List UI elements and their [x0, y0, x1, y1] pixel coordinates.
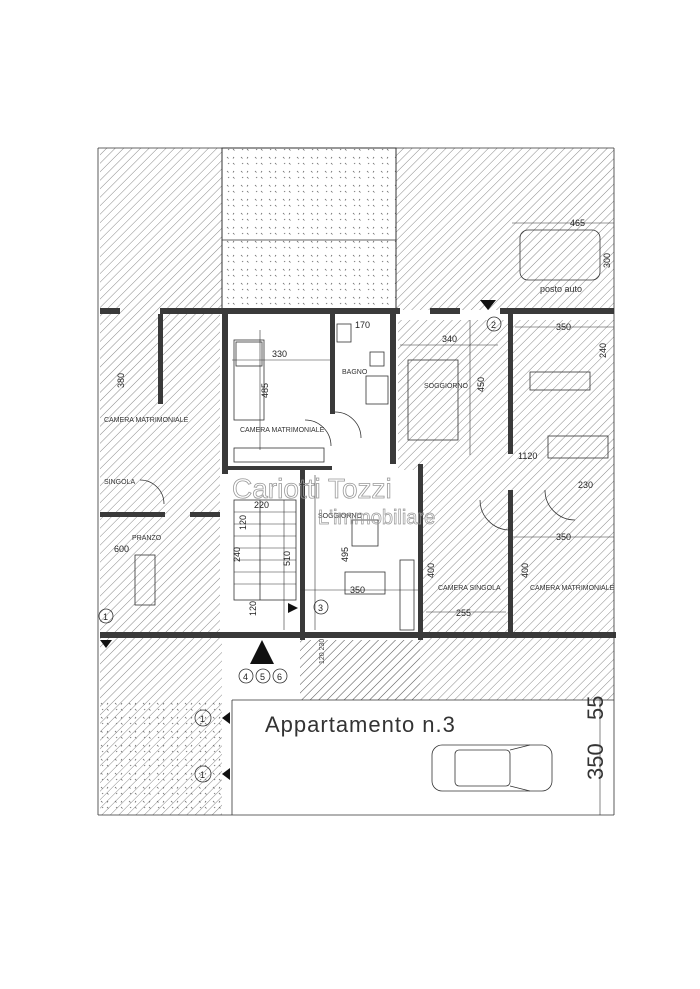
- dim-240-a: 240: [598, 343, 608, 358]
- dim-340: 340: [442, 334, 457, 344]
- dim-120-230: 120 230: [319, 639, 326, 664]
- dim-330: 330: [272, 349, 287, 359]
- marker-4: 4: [243, 672, 248, 682]
- fixtures: [134, 229, 609, 631]
- car-icon: [431, 744, 553, 792]
- garden-area: [100, 147, 397, 815]
- marker-2: 2: [491, 320, 496, 330]
- dim-170: 170: [355, 320, 370, 330]
- marker-1-b: 1: [200, 714, 205, 724]
- dim-485: 485: [260, 383, 270, 398]
- dim-120-a: 120: [248, 601, 258, 616]
- marker-3: 3: [318, 603, 323, 613]
- dim-1120: 1120: [518, 451, 537, 461]
- dim-300: 300: [602, 253, 612, 268]
- dim-600: 600: [114, 544, 129, 554]
- dim-510: 510: [282, 551, 292, 566]
- marker-5: 5: [260, 672, 265, 682]
- apartment-title: Appartamento n.3: [265, 712, 456, 737]
- marker-1-a: 1: [103, 612, 108, 622]
- edge-text: 55: [583, 696, 608, 720]
- dim-400-a: 400: [426, 563, 436, 578]
- room-label-bagno: BAGNO: [342, 369, 368, 376]
- doors: [139, 411, 576, 531]
- room-label-pranzo: PRANZO: [132, 535, 162, 542]
- room-label-singola-left: SINGOLA: [104, 479, 135, 486]
- dim-350-c: 350: [556, 532, 571, 542]
- room-label-posto-auto: posto auto: [540, 284, 582, 294]
- staircase: [233, 499, 297, 601]
- room-label-soggiorno-right: SOGGIORNO: [424, 383, 469, 390]
- boundary-lines: [97, 147, 615, 816]
- dimension-lines: [232, 222, 614, 815]
- marker-1-c: 1: [200, 770, 205, 780]
- room-label-camera-matrimoniale-left: CAMERA MATRIMONIALE: [104, 417, 189, 424]
- dim-380: 380: [116, 373, 126, 388]
- room-label-camera-matrimoniale: CAMERA MATRIMONIALE: [240, 427, 325, 434]
- dim-240-b: 240: [232, 547, 242, 562]
- marker-6: 6: [277, 672, 282, 682]
- section-arrows: [100, 300, 496, 780]
- room-label-camera-singola: CAMERA SINGOLA: [438, 585, 501, 592]
- dim-450: 450: [476, 377, 486, 392]
- watermark-line2: L'immobiliare: [318, 507, 435, 529]
- dim-220: 220: [254, 500, 269, 510]
- dim-120-b: 120: [238, 515, 248, 530]
- watermark-line1: Cariotti Tozzi: [232, 473, 392, 504]
- walls: [100, 308, 616, 640]
- dim-465: 465: [570, 218, 585, 228]
- dim-495: 495: [340, 547, 350, 562]
- dim-350-big: 350: [583, 743, 608, 780]
- dim-230: 230: [578, 480, 593, 490]
- dim-255: 255: [456, 608, 471, 618]
- dim-350-a: 350: [556, 322, 571, 332]
- room-label-soggiorno-center: SOGGIORNO: [318, 513, 363, 520]
- room-label-camera-matrimoniale-right: CAMERA MATRIMONIALE: [530, 585, 615, 592]
- dim-350-b: 350: [350, 585, 365, 595]
- section-markers: [98, 316, 502, 783]
- dim-400-b: 400: [520, 563, 530, 578]
